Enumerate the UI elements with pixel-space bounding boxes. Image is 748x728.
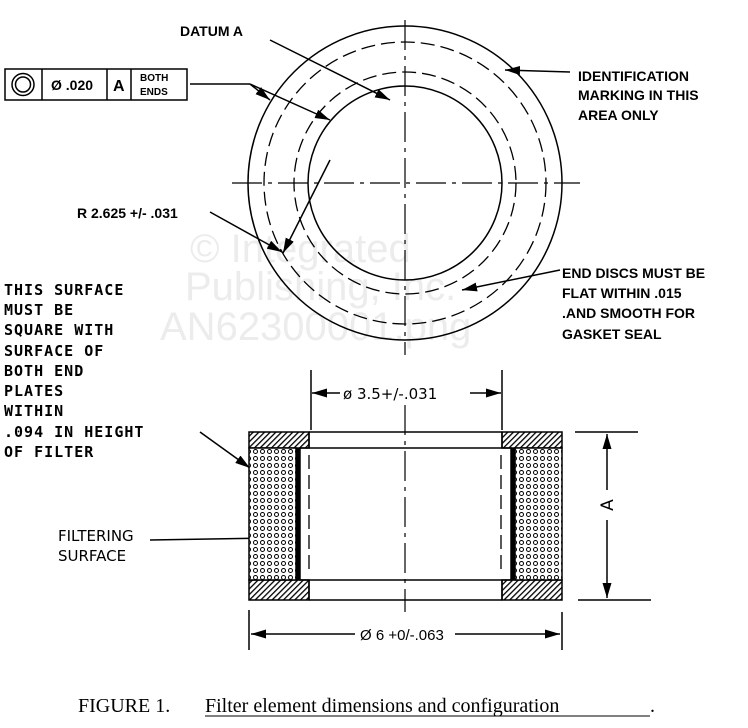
height-dimension: A: [575, 431, 651, 601]
note-line: FILTERING: [58, 527, 134, 545]
caption-prefix: FIGURE 1.: [78, 695, 170, 717]
note-line: IDENTIFICATION: [578, 68, 689, 84]
inner-diameter-dimension: ø 3.5+/-.031: [310, 370, 503, 430]
note-line: SQUARE WITH: [4, 321, 114, 339]
side-view: [248, 405, 563, 612]
datum-reference: A: [113, 78, 125, 95]
frame-note-1: BOTH: [140, 73, 168, 84]
watermark: © Integrated Publishing, Inc. AN62300001…: [160, 227, 471, 349]
inner-diameter-label: ø 3.5+/-.031: [343, 385, 437, 403]
svg-text:.: .: [650, 695, 655, 717]
height-label: A: [598, 499, 618, 511]
filtering-surface-note: FILTERING SURFACE: [58, 527, 134, 565]
identification-note: IDENTIFICATION MARKING IN THIS AREA ONLY: [578, 68, 699, 123]
note-line: AREA ONLY: [578, 107, 659, 123]
note-line: FLAT WITHIN .015: [562, 285, 682, 301]
feature-control-frame: Ø .020 A BOTH ENDS: [4, 68, 188, 101]
caption-text: Filter element dimensions and configurat…: [205, 695, 559, 717]
note-line: BOTH END: [4, 362, 84, 380]
note-line: END DISCS MUST BE: [562, 265, 705, 281]
note-line: OF FILTER: [4, 443, 94, 461]
leader-lines: [149, 39, 571, 543]
top-view: [232, 20, 580, 355]
note-line: .AND SMOOTH FOR: [562, 305, 695, 321]
note-line: .094 IN HEIGHT: [4, 423, 144, 441]
outer-diameter-dimension: Ø 6 +0/-.063: [248, 610, 563, 650]
concentricity-icon: [11, 72, 35, 97]
note-line: MUST BE: [4, 301, 74, 319]
outer-diameter-label: Ø 6 +0/-.063: [360, 627, 444, 644]
watermark-line-2: Publishing, Inc.: [185, 265, 456, 309]
note-line: MARKING IN THIS: [578, 87, 699, 103]
note-line: PLATES: [4, 382, 64, 400]
note-line: SURFACE: [58, 547, 126, 565]
watermark-line-1: © Integrated: [190, 227, 411, 271]
frame-note-2: ENDS: [140, 87, 168, 98]
note-line: WITHIN: [4, 402, 64, 420]
radius-label: R 2.625 +/- .031: [77, 205, 178, 221]
end-discs-note: END DISCS MUST BE FLAT WITHIN .015 .AND …: [562, 265, 705, 342]
surface-square-note: THIS SURFACE MUST BE SQUARE WITH SURFACE…: [4, 281, 144, 461]
figure-caption: FIGURE 1. Filter element dimensions and …: [78, 695, 655, 717]
note-line: GASKET SEAL: [562, 326, 662, 342]
note-line: THIS SURFACE: [4, 281, 124, 299]
tolerance-value: Ø .020: [51, 77, 93, 93]
note-line: SURFACE OF: [4, 342, 104, 360]
datum-a-label: DATUM A: [180, 23, 243, 39]
